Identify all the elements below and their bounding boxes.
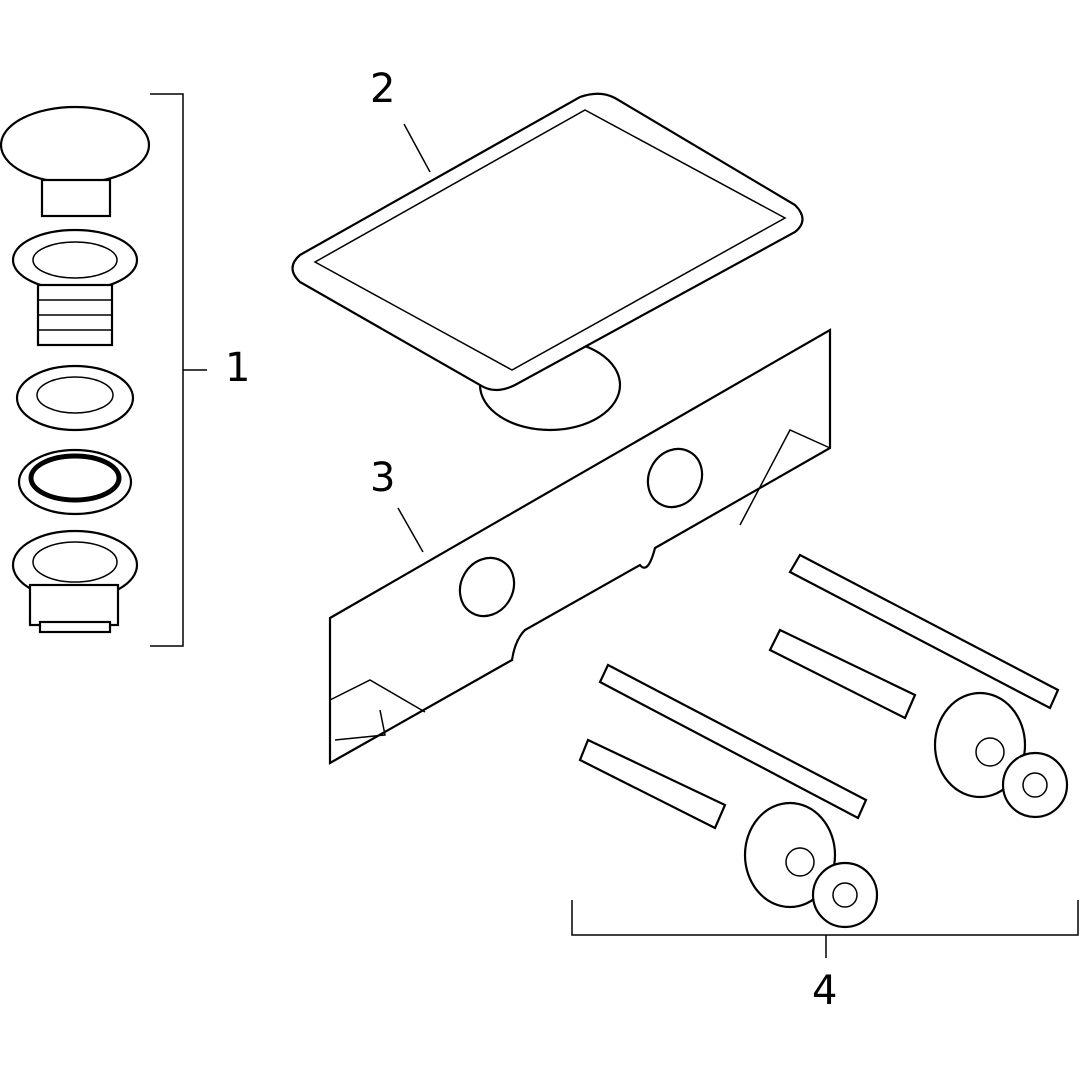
part-1-drain-assembly [0, 105, 151, 634]
bracket-1 [150, 93, 207, 647]
callout-3: 3 [370, 455, 396, 501]
part-3-mounting-rail [328, 328, 832, 765]
part-2-cover-plate [291, 92, 804, 432]
callout-1: 1 [225, 345, 251, 391]
callout-4: 4 [812, 968, 838, 1014]
bracket-4 [571, 900, 1079, 958]
part-4-fixing-set [578, 553, 1069, 929]
callout-2: 2 [370, 66, 396, 112]
